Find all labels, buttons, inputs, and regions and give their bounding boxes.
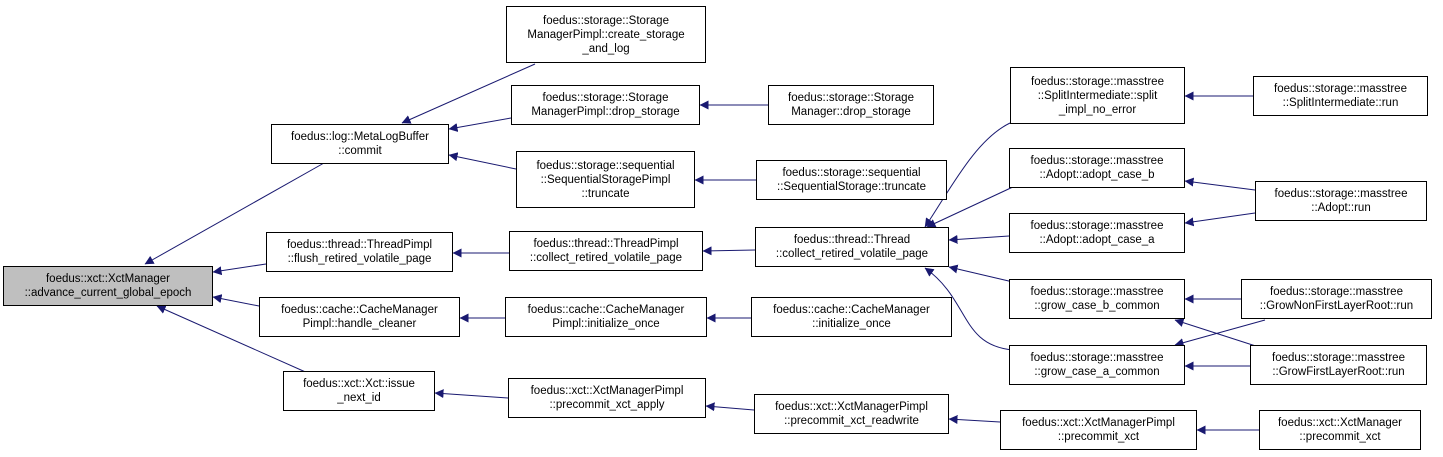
node-sequential-storage-truncate[interactable]: foedus::storage::sequential::SequentialS… [756,160,947,200]
edge-adopt-b-to-collect-thread [926,185,1016,228]
edge-drop-pimpl-to-commit [448,117,512,132]
edge-adopt-run-to-adopt-b [1184,177,1256,191]
edge-commit-to-root [144,162,325,265]
node-sequential-storage-pimpl-truncate[interactable]: foedus::storage::sequential::SequentialS… [516,151,695,208]
node-thread-pimpl-collect-retired-volatile-page[interactable]: foedus::thread::ThreadPimpl::collect_ret… [509,231,703,271]
node-xct-manager-pimpl-precommit-xct-apply[interactable]: foedus::xct::XctManagerPimpl::precommit_… [508,378,706,418]
node-xct-issue-next-id[interactable]: foedus::xct::Xct::issue_next_id [283,371,435,411]
edge-issue-next-id-to-root [156,305,311,375]
edge-seq-truncate-pimpl-to-commit [448,152,517,170]
edge-create-storage-to-commit [401,63,536,124]
edge-precommit-apply-to-issue [434,389,509,399]
edge-flush-to-root [212,263,267,276]
edge-grow-a-to-collect-thread [924,267,1014,351]
edge-collect-thread-to-collect-pimpl [702,246,756,256]
edge-precommit-xct-to-rw [948,415,1001,424]
edge-grow-b-to-collect-thread [948,264,1014,283]
edge-adopt-run-to-adopt-a [1184,212,1256,227]
node-adopt-adopt-case-a[interactable]: foedus::storage::masstree::Adopt::adopt_… [1009,213,1185,253]
node-xct-manager-precommit-xct[interactable]: foedus::xct::XctManager::precommit_xct [1259,410,1421,450]
edge-grow-first-to-grow-b [1174,318,1266,350]
node-grow-case-b-common[interactable]: foedus::storage::masstree::grow_case_b_c… [1009,279,1185,319]
edge-adopt-a-to-collect-thread [948,234,1010,244]
node-adopt-run[interactable]: foedus::storage::masstree::Adopt::run [1255,181,1427,221]
edge-split-impl-to-collect-thread [924,122,1011,228]
node-thread-pimpl-flush-retired-volatile-page[interactable]: foedus::thread::ThreadPimpl::flush_retir… [266,232,453,272]
node-adopt-adopt-case-b[interactable]: foedus::storage::masstree::Adopt::adopt_… [1009,148,1185,188]
node-xct-manager-pimpl-precommit-xct-readwrite[interactable]: foedus::xct::XctManagerPimpl::precommit_… [754,394,949,434]
node-xct-manager-pimpl-precommit-xct[interactable]: foedus::xct::XctManagerPimpl::precommit_… [1000,410,1197,450]
node-advance-current-global-epoch: foedus::xct::XctManager::advance_current… [3,266,213,306]
node-thread-collect-retired-volatile-page[interactable]: foedus::thread::Thread::collect_retired_… [755,227,949,267]
edge-precommit-rw-to-apply [705,402,755,412]
edge-grow-nonfirst-to-grow-a [1174,319,1266,348]
node-split-intermediate-run[interactable]: foedus::storage::masstree::SplitIntermed… [1253,76,1428,116]
node-grow-first-layer-root-run[interactable]: foedus::storage::masstree::GrowFirstLaye… [1250,345,1427,385]
node-grow-case-a-common[interactable]: foedus::storage::masstree::grow_case_a_c… [1009,345,1185,385]
node-grow-non-first-layer-root-run[interactable]: foedus::storage::masstree::GrowNonFirstL… [1241,279,1432,319]
edge-handle-cleaner-to-root [212,294,260,307]
node-cache-manager-initialize-once[interactable]: foedus::cache::CacheManager::initialize_… [751,297,952,337]
node-split-intermediate-split-impl-no-error[interactable]: foedus::storage::masstree::SplitIntermed… [1010,67,1185,124]
node-meta-log-buffer-commit[interactable]: foedus::log::MetaLogBuffer::commit [271,124,449,164]
